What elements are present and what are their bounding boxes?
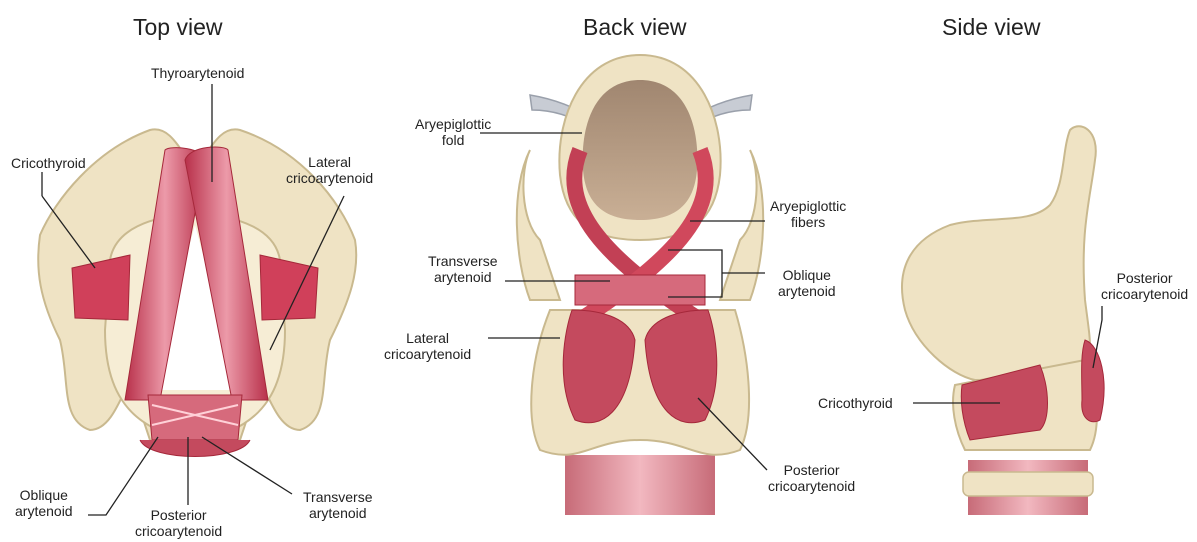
back-transverse-arytenoid: [575, 275, 705, 305]
label-back-oblique-arytenoid: Oblique arytenoid: [778, 267, 836, 299]
label-side-cricothyroid: Cricothyroid: [818, 395, 893, 411]
back-view-illustration: [517, 55, 763, 515]
top-arytenoid-muscles: [148, 395, 242, 440]
back-epiglottis-surface: [583, 80, 698, 220]
top-posterior-cricoarytenoid: [140, 440, 250, 457]
label-back-lateral-cricoarytenoid: Lateral cricoarytenoid: [384, 330, 471, 362]
back-thyroid-right-horn: [720, 150, 763, 300]
label-top-cricothyroid: Cricothyroid: [11, 155, 86, 171]
side-thyroid-cartilage: [902, 126, 1096, 380]
back-trachea: [565, 455, 715, 515]
label-top-transverse-arytenoid: Transverse arytenoid: [303, 489, 373, 521]
label-back-posterior-cricoarytenoid: Posterior cricoarytenoid: [768, 462, 855, 494]
side-view-illustration: [902, 126, 1104, 515]
label-back-aryepiglottic-fold: Aryepiglottic fold: [415, 116, 491, 148]
side-trachea-ring: [963, 472, 1093, 496]
label-back-transverse-arytenoid: Transverse arytenoid: [428, 253, 498, 285]
label-top-posterior-cricoarytenoid: Posterior cricoarytenoid: [135, 507, 222, 539]
label-top-lateral-cricoarytenoid: Lateral cricoarytenoid: [286, 154, 373, 186]
label-top-thyroarytenoid: Thyroarytenoid: [151, 65, 244, 81]
label-side-posterior-cricoarytenoid: Posterior cricoarytenoid: [1101, 270, 1188, 302]
side-posterior-cricoarytenoid: [1082, 340, 1104, 422]
label-top-oblique-arytenoid: Oblique arytenoid: [15, 487, 73, 519]
back-thyroid-left-horn: [517, 150, 560, 300]
label-back-aryepiglottic-fibers: Aryepiglottic fibers: [770, 198, 846, 230]
